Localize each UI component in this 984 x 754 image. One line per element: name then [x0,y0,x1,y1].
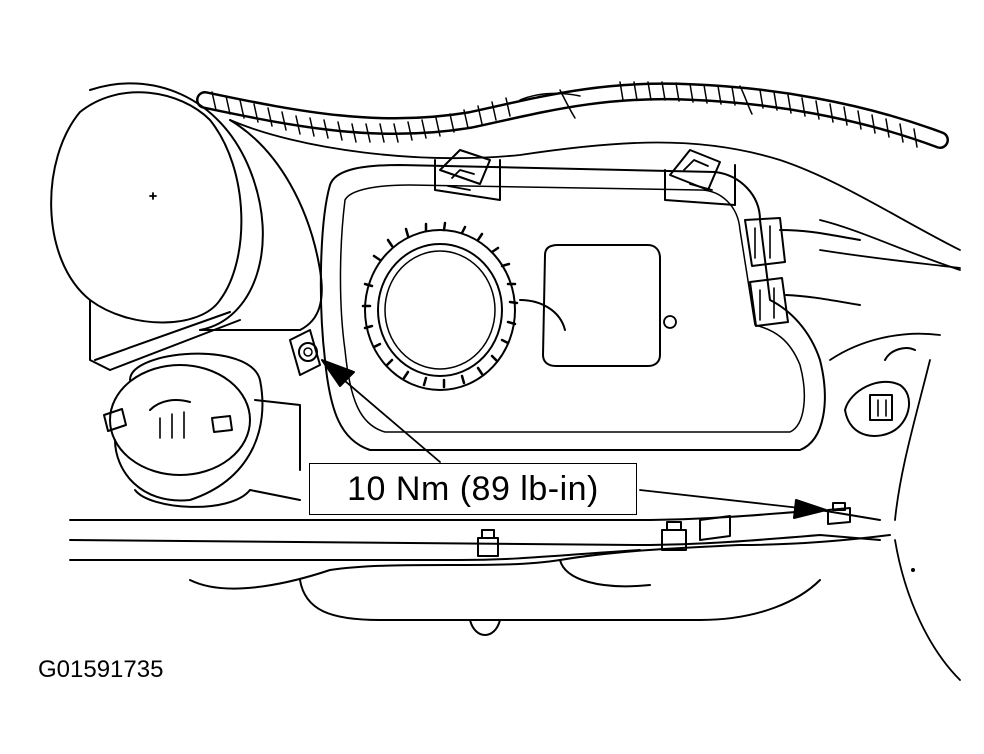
torque-spec-callout: 10 Nm (89 lb-in) [309,463,637,515]
arrow-left-bolt [321,359,355,387]
evap-canister [50,82,323,371]
tank-mounting-bolt-left [289,329,321,376]
access-plate [542,244,677,367]
frame-crossmember [69,509,891,636]
vapor-valve-connector [844,347,916,437]
torque-spec-label: 10 Nm (89 lb-in) [347,469,599,508]
fuel-pump-lock-ring [361,221,519,391]
tank-strap-clips [434,149,736,206]
fuel-tank [319,164,826,451]
vehicle-body-outline [229,119,961,681]
crossmember-nuts [477,502,851,557]
arrow-right-bolt [793,499,827,519]
fuel-line-connectors [744,217,861,327]
figure-id-label: G01591735 [38,656,164,683]
wiring-harness [196,81,949,149]
fuel-pump-module [103,352,301,508]
torque-leader-lines [337,374,801,509]
stray-dot [911,568,915,572]
